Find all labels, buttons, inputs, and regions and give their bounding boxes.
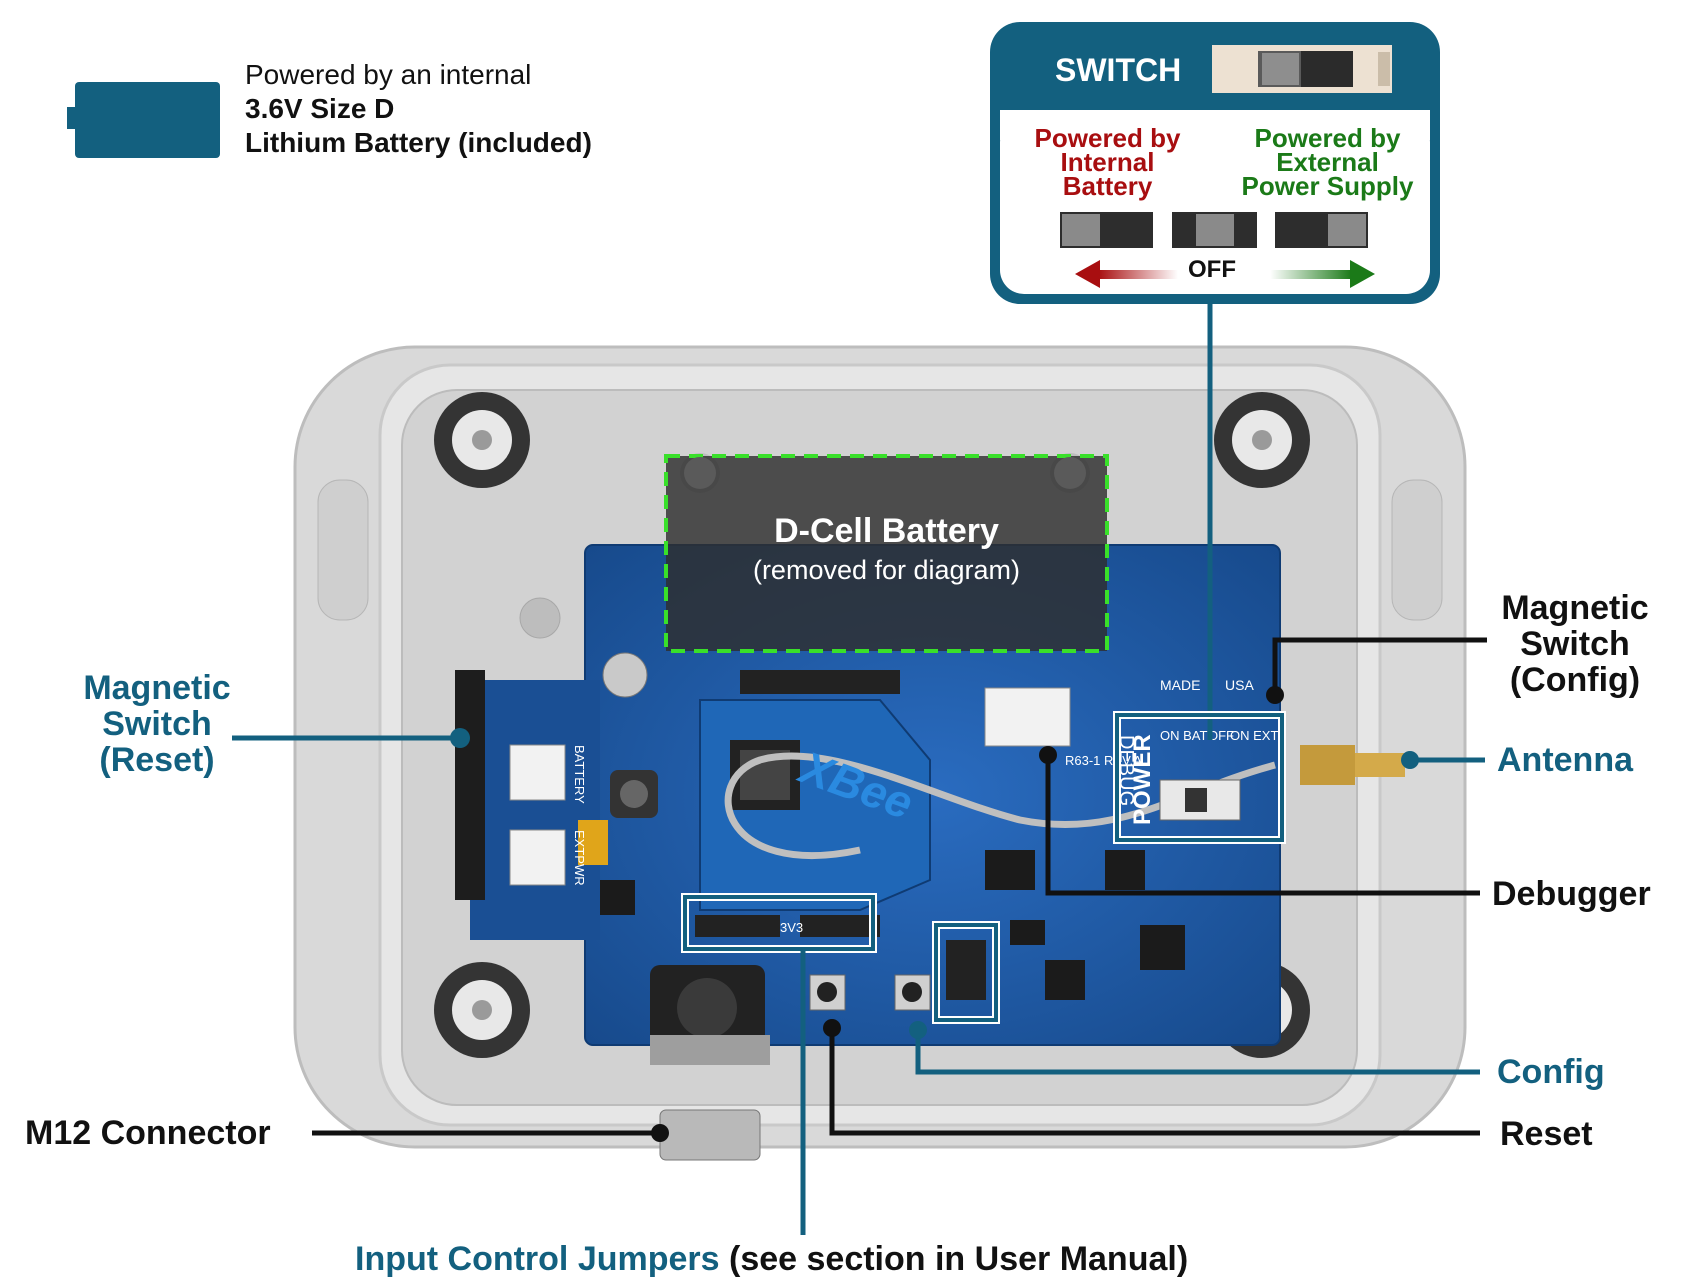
switch-internal-line2: Internal xyxy=(1060,147,1155,177)
callout-m12: M12 Connector xyxy=(25,1114,271,1152)
magnetic-reset-line1: Magnetic xyxy=(83,669,231,707)
magnetic-config-line3: (Config) xyxy=(1509,661,1641,699)
battery-connector-label: BATTERY xyxy=(572,745,587,804)
callout-jumpers: Input Control Jumpers (see section in Us… xyxy=(355,1241,1188,1277)
extpwr-connector-label: EXTPWR xyxy=(572,830,587,886)
switch-external-line3: Power Supply xyxy=(1241,171,1414,201)
arrow-right-icon xyxy=(1270,260,1375,288)
on-bat-label: ON BAT xyxy=(1160,728,1207,743)
battery-area-subtitle: (removed for diagram) xyxy=(752,555,1021,585)
off-label: OFF xyxy=(1208,728,1234,743)
callout-lines xyxy=(232,304,1487,1235)
magnetic-reset-line3: (Reset) xyxy=(99,741,215,779)
screw-post-icon xyxy=(434,392,530,488)
leader-config xyxy=(915,1030,1480,1075)
callout-jumpers-main: Input Control Jumpers xyxy=(355,1240,720,1278)
slide-switch-icon xyxy=(1212,45,1392,93)
callout-config: Config xyxy=(1497,1053,1605,1091)
battery-note-line2: 3.6V Size D xyxy=(245,93,395,124)
switch-internal-label: Powered by Internal Battery xyxy=(1015,123,1200,201)
magnetic-config-line1: Magnetic xyxy=(1501,589,1649,627)
leader-magnetic-config xyxy=(1272,637,1487,690)
pcb-board xyxy=(455,544,1405,1161)
usa-label: USA xyxy=(1225,677,1254,693)
callout-jumpers-note: (see section in User Manual) xyxy=(719,1240,1189,1278)
screw-post-icon xyxy=(1214,392,1310,488)
switch-external-label: Powered by External Power Supply xyxy=(1235,123,1420,201)
battery-area xyxy=(664,454,1109,653)
callout-reset: Reset xyxy=(1500,1115,1593,1153)
switch-external-line1: Powered by xyxy=(1254,123,1401,153)
leader-reset xyxy=(829,1028,1480,1136)
callout-magnetic-reset: Magnetic Switch (Reset) xyxy=(62,670,252,778)
callout-debugger: Debugger xyxy=(1492,875,1651,913)
switch-panel-title: SWITCH xyxy=(1055,52,1182,88)
power-label: POWER xyxy=(1129,734,1156,825)
switch-panel xyxy=(990,22,1440,304)
switch-state-off-icon xyxy=(1172,212,1257,248)
screw-post-icon xyxy=(434,962,530,1058)
switch-off-label: OFF xyxy=(1188,256,1236,283)
rev-label: R63-1 REV.A xyxy=(1065,753,1142,768)
magnetic-config-line2: Switch xyxy=(1520,625,1630,663)
callout-magnetic-config: Magnetic Switch (Config) xyxy=(1480,590,1670,698)
switch-state-internal-icon xyxy=(1060,212,1153,248)
battery-note: Powered by an internal 3.6V Size D Lithi… xyxy=(245,58,592,160)
battery-area-text: D-Cell Battery (removed for diagram) xyxy=(666,512,1107,586)
switch-internal-line1: Powered by xyxy=(1034,123,1181,153)
made-label: MADE xyxy=(1160,677,1200,693)
switch-external-line2: External xyxy=(1276,147,1379,177)
on-ext-label: ON EXT xyxy=(1230,728,1278,743)
battery-note-line3: Lithium Battery (included) xyxy=(245,127,592,158)
battery-note-line1: Powered by an internal xyxy=(245,59,532,90)
battery-icon xyxy=(67,82,220,158)
magnetic-reset-line2: Switch xyxy=(102,705,212,743)
switch-state-external-icon xyxy=(1275,212,1368,248)
battery-area-title: D-Cell Battery xyxy=(774,512,999,550)
callout-antenna: Antenna xyxy=(1497,741,1633,779)
leader-debugger xyxy=(1045,755,1480,896)
switch-internal-line3: Battery xyxy=(1062,171,1153,201)
v3-label: 3V3 xyxy=(780,920,803,935)
arrow-left-icon xyxy=(1075,260,1178,288)
